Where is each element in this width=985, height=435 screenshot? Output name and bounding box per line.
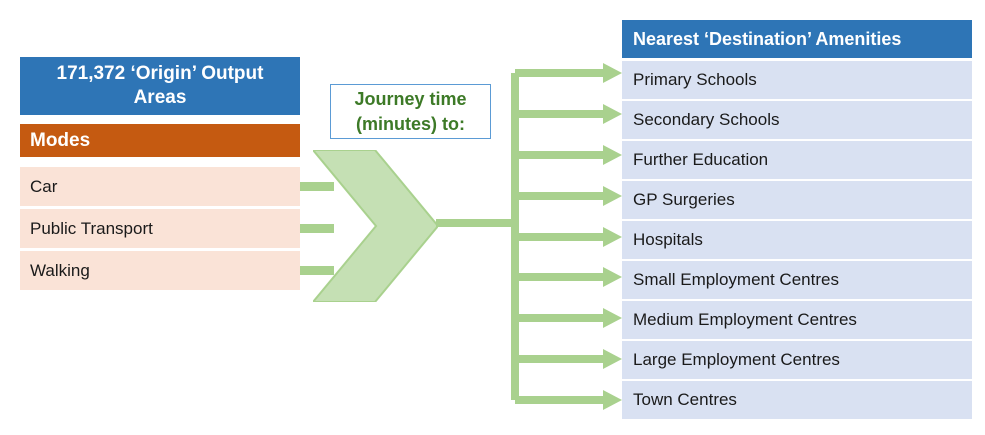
mode-row-walking: Walking bbox=[20, 251, 300, 290]
amenity-row-small-employment-centres: Small Employment Centres bbox=[622, 261, 972, 299]
mode-connector-stub-walking bbox=[300, 266, 334, 275]
chevron-right-arrow bbox=[313, 150, 438, 302]
journey-time-line-1: Journey time bbox=[354, 88, 467, 109]
mode-row-public-transport: Public Transport bbox=[20, 209, 300, 248]
mode-row-car: Car bbox=[20, 167, 300, 206]
distribution-arrows bbox=[436, 63, 622, 410]
modes-header: Modes bbox=[20, 124, 300, 157]
amenity-row-large-employment-centres: Large Employment Centres bbox=[622, 341, 972, 379]
amenity-row-primary-schools: Primary Schools bbox=[622, 61, 972, 99]
mode-connector-stub-car bbox=[300, 182, 334, 191]
amenity-row-town-centres: Town Centres bbox=[622, 381, 972, 419]
journey-time-line-2: (minutes) to: bbox=[356, 113, 465, 134]
amenity-row-hospitals: Hospitals bbox=[622, 221, 972, 259]
amenity-row-medium-employment-centres: Medium Employment Centres bbox=[622, 301, 972, 339]
arrowhead-3 bbox=[603, 145, 622, 165]
amenity-row-gp-surgeries: GP Surgeries bbox=[622, 181, 972, 219]
amenity-row-further-education: Further Education bbox=[622, 141, 972, 179]
origin-output-areas-header: 171,372 ‘Origin’ Output Areas bbox=[20, 57, 300, 115]
amenity-row-secondary-schools: Secondary Schools bbox=[622, 101, 972, 139]
arrowhead-4 bbox=[603, 186, 622, 206]
arrowhead-8 bbox=[603, 349, 622, 369]
arrowhead-9 bbox=[603, 390, 622, 410]
arrowhead-2 bbox=[603, 104, 622, 124]
arrowhead-6 bbox=[603, 267, 622, 287]
journey-time-callout: Journey time (minutes) to: bbox=[330, 84, 491, 139]
arrowhead-1 bbox=[603, 63, 622, 83]
arrowhead-7 bbox=[603, 308, 622, 328]
mode-connector-stub-public-transport bbox=[300, 224, 334, 233]
destination-amenities-header: Nearest ‘Destination’ Amenities bbox=[622, 20, 972, 58]
arrowhead-5 bbox=[603, 227, 622, 247]
